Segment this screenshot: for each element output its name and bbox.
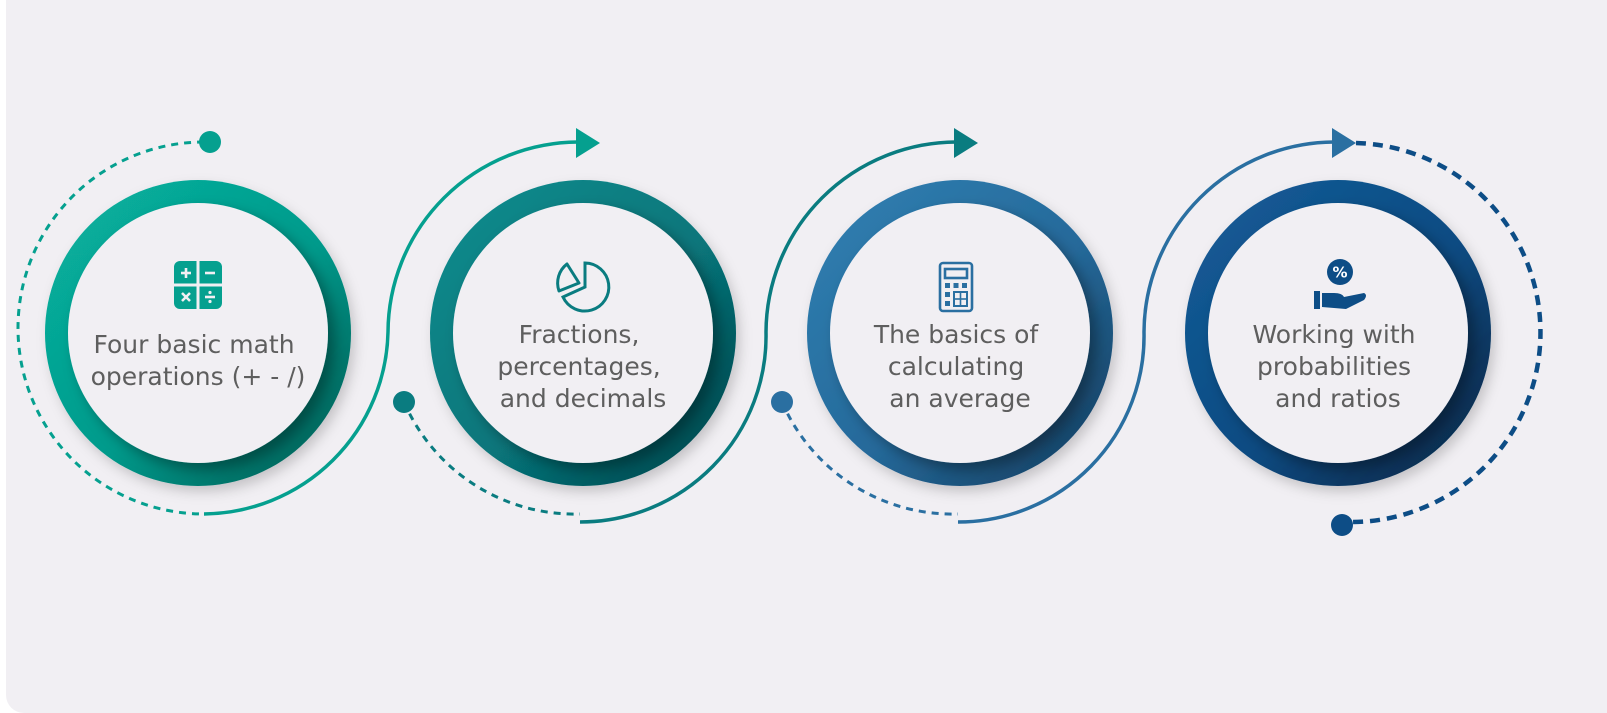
step-4: % Working with probabilities and ratios — [1185, 180, 1491, 486]
step-1-line-2: operations (+ - /) — [91, 362, 306, 391]
pie-chart-icon — [556, 261, 611, 313]
math-operations-icon — [174, 261, 222, 309]
connector-solid-3 — [957, 140, 1335, 524]
connector-solid-2 — [579, 140, 957, 524]
connector-dashed-2 — [402, 401, 581, 516]
hand-percent-icon: % — [1314, 259, 1366, 309]
step-4-line-1: Working with — [1253, 320, 1416, 349]
connector-dashed-start — [16, 140, 205, 516]
end-dot — [1331, 514, 1353, 536]
step-inner — [453, 203, 713, 463]
calculator-icon — [938, 261, 974, 313]
svg-text:%: % — [1332, 264, 1347, 282]
svg-text:The basics of calculatin: The basics of calculating an average — [873, 320, 1046, 413]
start-dot — [199, 131, 221, 153]
step-1-line-1: Four basic math — [94, 330, 295, 359]
step-3-line-1: The basics of — [873, 320, 1040, 349]
step-inner — [68, 203, 328, 463]
step-2-line-3: and decimals — [500, 384, 667, 413]
step-2-line-1: Fractions, — [519, 320, 640, 349]
step-2-line-2: percentages, — [497, 352, 660, 381]
connector-dot-3 — [771, 391, 793, 413]
step-3-line-3: an average — [889, 384, 1030, 413]
arrow-2 — [954, 128, 978, 158]
connector-dashed-3 — [780, 401, 959, 516]
connector-dot-2 — [393, 391, 415, 413]
connector-solid-1 — [203, 140, 579, 516]
arrow-3 — [1332, 128, 1356, 158]
connector-group — [16, 128, 1543, 536]
step-3: The basics of calculating an average — [807, 180, 1113, 486]
step-3-line-2: calculating — [888, 352, 1024, 381]
connector-dashed-end — [1345, 140, 1543, 525]
step-4-line-2: probabilities — [1257, 352, 1411, 381]
arrow-1 — [576, 128, 600, 158]
svg-text:Working with probabiliti: Working with probabilities and ratios — [1253, 320, 1424, 413]
step-4-line-3: and ratios — [1275, 384, 1401, 413]
step-2: Fractions, percentages, and decimals — [430, 180, 736, 486]
step-1: Four basic math operations (+ - /) — [45, 180, 351, 486]
step-inner — [1208, 203, 1468, 463]
step-inner — [830, 203, 1090, 463]
svg-text:Fractions, percentages,: Fractions, percentages, and decimals — [497, 320, 668, 413]
svg-text:Four basic math operatio: Four basic math operations (+ - /) — [91, 330, 306, 391]
